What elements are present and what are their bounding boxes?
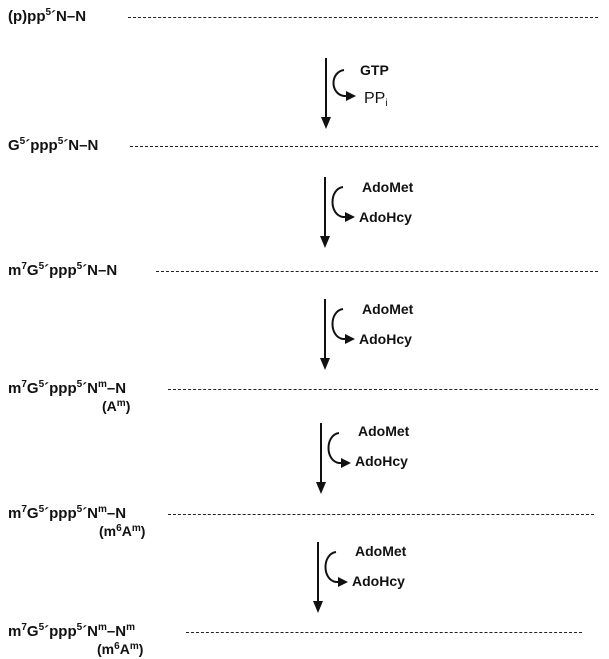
strand-2-part: ´ppp <box>25 137 58 154</box>
strand-4-part: –N <box>106 380 127 397</box>
strand-2-part: G <box>8 137 20 154</box>
strand-6-note-part: m <box>129 641 139 652</box>
step-4-input: AdoMet <box>358 423 410 439</box>
step-3-arrow <box>320 299 355 370</box>
strand-6-part: m <box>8 623 22 640</box>
strand-3-part: G <box>26 262 39 279</box>
strand-3-part: ´N–N <box>82 262 118 279</box>
strand-4-part: m <box>8 380 22 397</box>
step-1-input: GTP <box>360 62 389 78</box>
step-5-input: AdoMet <box>355 543 407 559</box>
strand-5-part: 5 <box>38 504 45 515</box>
strand-6-note-part: A <box>119 641 130 657</box>
strand-3-part: 7 <box>21 261 27 272</box>
step-4-output-part: AdoHcy <box>355 453 408 469</box>
step-3-output: AdoHcy <box>359 331 412 347</box>
step-3-output-part: AdoHcy <box>359 331 412 347</box>
strand-5-dashes <box>168 514 594 515</box>
strand-4-part: 5 <box>76 379 83 390</box>
step-5-output-part: AdoHcy <box>352 573 405 589</box>
strand-6-note: (m6Am) <box>97 641 143 657</box>
strand-5-note-part: ) <box>140 523 146 539</box>
strand-2-part: 5 <box>19 136 26 147</box>
strand-1-part: (p)pp <box>8 8 46 25</box>
strand-4-note-part: ) <box>125 398 131 414</box>
strand-5-part: G <box>26 505 39 522</box>
strand-5-note-part: 6 <box>116 523 122 534</box>
step-5-output: AdoHcy <box>352 573 405 589</box>
strand-6-note-part: 6 <box>114 641 120 652</box>
strand-2-part: 5 <box>57 136 64 147</box>
strand-1-part: ´N–N <box>51 8 87 25</box>
step-4-output: AdoHcy <box>355 453 408 469</box>
strand-3-part: 5 <box>76 261 83 272</box>
step-2-output: AdoHcy <box>359 209 412 225</box>
strand-3: m7G5´ppp5´N–N <box>8 261 118 280</box>
strand-6-part: m <box>98 622 107 633</box>
strand-4-part: m <box>98 379 107 390</box>
strand-5-note-part: A <box>121 523 132 539</box>
step-1-output: PPi <box>364 90 388 109</box>
step-1-output-part: i <box>385 98 388 109</box>
step-5-arrow <box>313 542 348 613</box>
strand-6-part: 5 <box>38 622 45 633</box>
step-2-arrow <box>320 177 355 248</box>
strand-3-part: m <box>8 262 22 279</box>
strand-5-part: ´ppp <box>44 505 77 522</box>
strand-5-part: –N <box>106 505 127 522</box>
strand-5-part: 5 <box>76 504 83 515</box>
strand-4-note-part: (A <box>102 398 117 414</box>
strand-4-note-part: m <box>116 398 126 409</box>
strand-6-part: 7 <box>21 622 27 633</box>
step-3-input: AdoMet <box>362 301 414 317</box>
strand-3-dashes <box>156 271 598 272</box>
strand-2: G5´ppp5´N–N <box>8 136 99 155</box>
strand-6: m7G5´ppp5´Nm–Nm <box>8 622 136 641</box>
strand-6-part: 5 <box>76 622 83 633</box>
strand-5-note-part: m <box>131 523 141 534</box>
strand-5: m7G5´ppp5´Nm–N <box>8 504 127 523</box>
strand-4-part: ´ppp <box>44 380 77 397</box>
strand-5-part: 7 <box>21 504 27 515</box>
strand-6-note-part: (m <box>97 641 115 657</box>
step-2-output-part: AdoHcy <box>359 209 412 225</box>
strand-5-part: ´N <box>82 505 99 522</box>
strand-2-part: ´N–N <box>63 137 99 154</box>
strand-4-part: 7 <box>21 379 27 390</box>
strand-1-part: 5 <box>45 7 52 18</box>
strand-6-part: G <box>26 623 39 640</box>
strand-3-part: 5 <box>38 261 45 272</box>
strand-1: (p)pp5´N–N <box>8 7 87 26</box>
step-1-arrow <box>321 58 356 129</box>
step-2-input: AdoMet <box>362 179 414 195</box>
strand-5-note-part: (m <box>99 523 117 539</box>
step-1-output-part: PP <box>364 90 386 107</box>
strand-6-part: ´ppp <box>44 623 77 640</box>
step-4-arrow <box>316 423 351 494</box>
strand-5-part: m <box>98 504 107 515</box>
strand-2-dashes <box>130 146 598 147</box>
strand-6-note-part: ) <box>138 641 144 657</box>
strand-3-part: ´ppp <box>44 262 77 279</box>
strand-4-part: 5 <box>38 379 45 390</box>
strand-4: m7G5´ppp5´Nm–N <box>8 379 127 398</box>
strand-1-dashes <box>128 17 598 18</box>
strand-6-part: m <box>126 622 136 633</box>
strand-6-part: ´N <box>82 623 99 640</box>
strand-6-dashes <box>186 632 582 633</box>
strand-5-part: m <box>8 505 22 522</box>
strand-4-dashes <box>168 389 598 390</box>
strand-4-part: ´N <box>82 380 99 397</box>
strand-4-note: (Am) <box>102 398 130 414</box>
strand-5-note: (m6Am) <box>99 523 145 539</box>
strand-6-part: –N <box>106 623 127 640</box>
strand-4-part: G <box>26 380 39 397</box>
